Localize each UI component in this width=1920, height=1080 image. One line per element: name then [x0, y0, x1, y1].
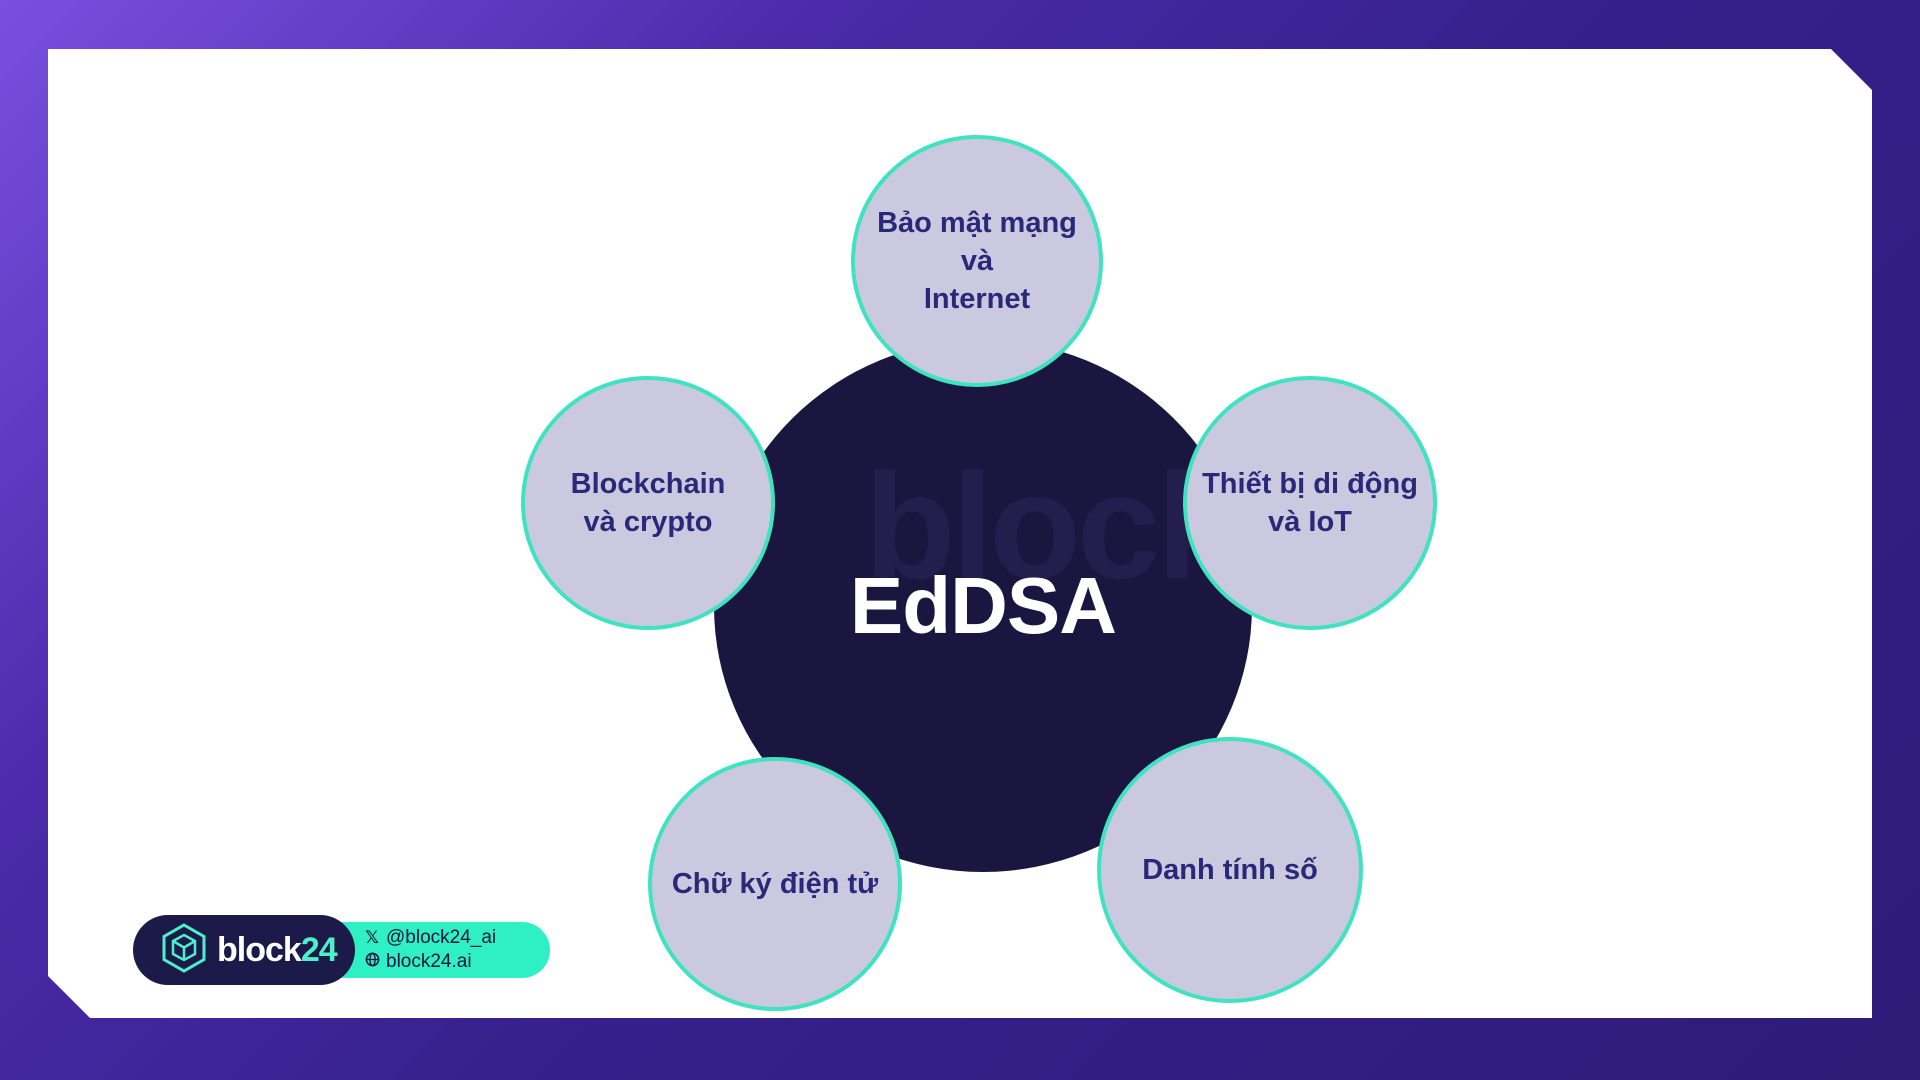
hexagon-cube-icon — [161, 922, 207, 978]
node-label: Chữ ký điện tử — [671, 868, 879, 900]
node-label: Bảo mật mạng và Internet — [877, 207, 1077, 315]
brand-footer: 𝕏 @block24_ai block24.ai blo — [133, 915, 550, 985]
website-link[interactable]: block24.ai — [364, 950, 550, 974]
node-digital-identity: Danh tính số — [1097, 737, 1363, 1003]
twitter-link[interactable]: 𝕏 @block24_ai — [364, 926, 550, 950]
twitter-handle: @block24_ai — [386, 927, 497, 948]
node-label: Danh tính số — [1142, 854, 1318, 886]
center-label: EdDSA — [849, 561, 1117, 650]
x-icon: 𝕏 — [365, 928, 379, 947]
slide-card: block24 EdDSA Bảo mật mạng và Internet B… — [48, 49, 1872, 1018]
node-label: Blockchain và crypto — [570, 468, 726, 538]
globe-icon — [364, 950, 380, 974]
brand-contacts: 𝕏 @block24_ai block24.ai — [318, 922, 550, 978]
node-blockchain-crypto: Blockchain và crypto — [521, 376, 775, 630]
node-label: Thiết bị di động và IoT — [1202, 468, 1418, 538]
node-digital-signature: Chữ ký điện tử — [648, 757, 902, 1011]
brand-logo: block24 — [133, 915, 355, 985]
node-mobile-iot: Thiết bị di động và IoT — [1183, 376, 1437, 630]
node-network-security: Bảo mật mạng và Internet — [851, 135, 1103, 387]
website-url: block24.ai — [386, 951, 472, 972]
brand-name: block24 — [217, 930, 338, 969]
